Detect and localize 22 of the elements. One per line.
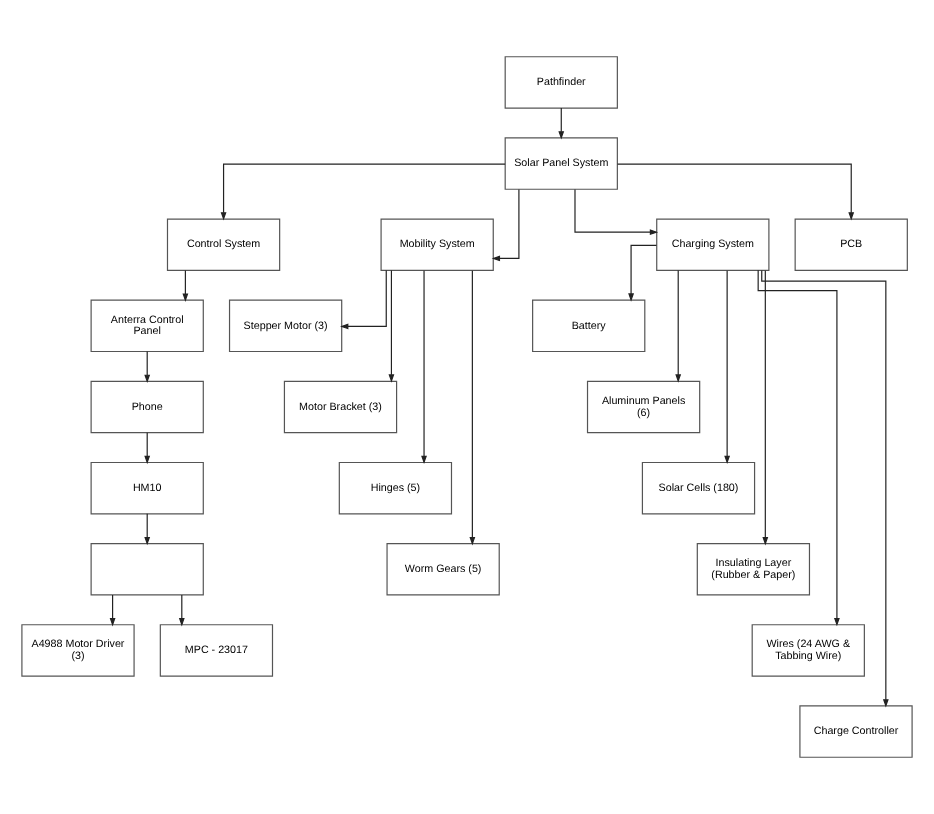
arrow <box>340 269 387 330</box>
arrow <box>724 270 731 465</box>
arrow <box>178 594 185 627</box>
arrow <box>469 270 476 546</box>
arrow <box>421 270 427 465</box>
arrow <box>220 163 506 221</box>
arrow <box>675 269 682 383</box>
arrow <box>144 513 151 546</box>
arrow <box>762 270 769 546</box>
node-box <box>90 543 204 596</box>
arrow <box>628 244 658 302</box>
arrow <box>558 107 565 140</box>
arrow <box>144 432 151 465</box>
arrow <box>574 188 659 236</box>
arrow <box>388 269 395 383</box>
arrow <box>616 163 855 221</box>
arrow <box>182 269 189 302</box>
arrow <box>491 188 520 262</box>
arrow <box>109 594 116 627</box>
arrow <box>761 269 889 708</box>
arrow <box>144 350 151 383</box>
arrow <box>757 269 840 627</box>
